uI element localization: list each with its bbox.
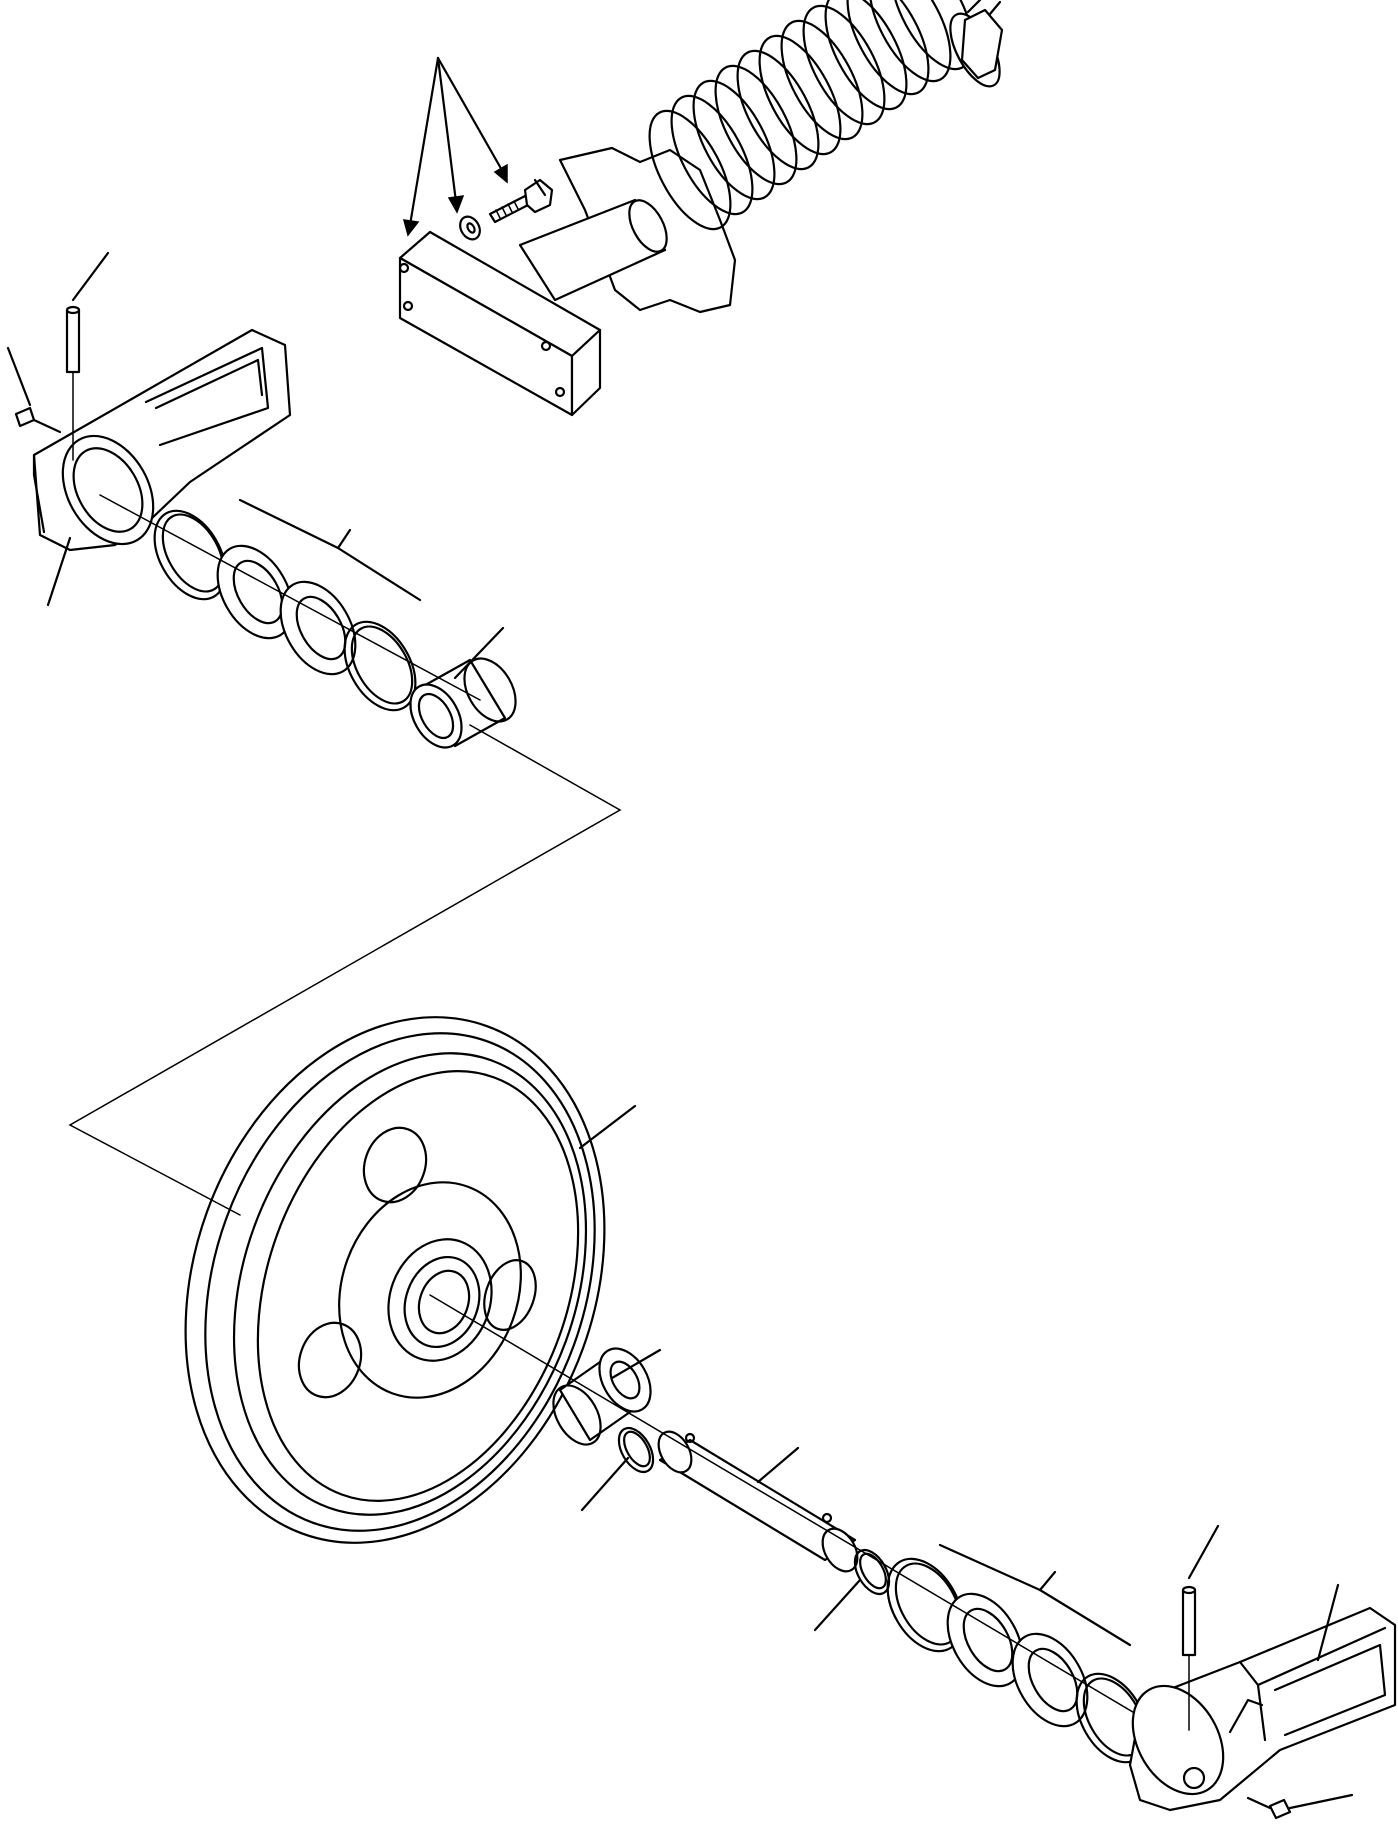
- lower-o-ring-1: [617, 1426, 655, 1474]
- lower-dowel-pin: [1181, 1585, 1197, 1731]
- lower-assembly-axis: [429, 1294, 1181, 1741]
- upper-o-ring-1: [153, 509, 227, 601]
- upper-assembly-axis: [99, 494, 481, 701]
- idler-wheel: [184, 1016, 606, 1544]
- upper-floating-seal-2: [279, 580, 357, 676]
- callout-arrows: [402, 56, 508, 237]
- upper-seal-group-brace-tick: [336, 528, 352, 550]
- yoke-block: [398, 230, 602, 417]
- upper-bushing: [409, 657, 517, 749]
- leader-lines: [6, 251, 1354, 1810]
- upper-grease-fitting: [14, 406, 62, 434]
- lower-floating-seal-2: [1011, 1632, 1089, 1728]
- lower-floating-seal-1: [946, 1592, 1024, 1688]
- recoil-spring-assembly: [398, 0, 1004, 417]
- lower-seal-group-brace-tick: [1038, 1570, 1057, 1592]
- idler-shaft: [657, 1430, 859, 1573]
- coil-spring: [648, 0, 974, 231]
- mounting-bolt: [488, 178, 554, 224]
- upper-idler-bracket: [32, 328, 292, 552]
- lower-bushing: [552, 1347, 652, 1446]
- lower-idler-bracket: [1128, 1606, 1397, 1812]
- lower-grease-fitting: [1246, 1796, 1292, 1820]
- upper-o-ring-2: [343, 620, 417, 712]
- washer: [459, 215, 481, 241]
- spring-end-nut: [949, 0, 1004, 88]
- piston-rod: [518, 198, 668, 302]
- upper-dowel-pin: [65, 305, 81, 461]
- assembly-link-line: [68, 724, 622, 1216]
